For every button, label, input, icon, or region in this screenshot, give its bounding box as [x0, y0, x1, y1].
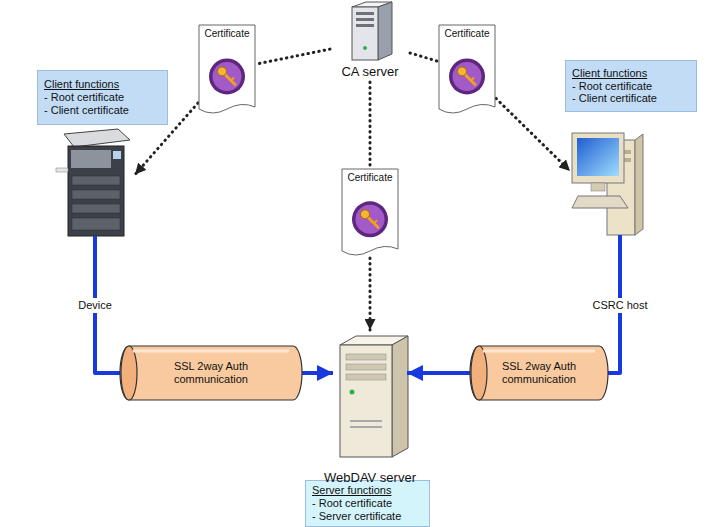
box-heading: Client functions	[572, 67, 690, 80]
certificate-label: Certificate	[444, 28, 489, 40]
list-item: - Client certificate	[44, 104, 161, 117]
certificate-paper	[342, 169, 398, 255]
certificate-document: Certificate	[341, 168, 399, 258]
host-node: CSRC host	[570, 125, 670, 315]
webdav-server-icon	[340, 336, 408, 457]
ca-server-icon	[352, 2, 392, 60]
ssl-link	[95, 315, 120, 373]
function-box: Server functions- Root certificate- Serv…	[305, 480, 430, 527]
box-heading: Client functions	[44, 78, 161, 91]
device-printer-icon	[56, 129, 130, 236]
key-seal	[209, 58, 245, 94]
node-label: CA server	[341, 64, 398, 80]
box-heading: Server functions	[312, 484, 423, 497]
certificate-label: Certificate	[347, 172, 392, 184]
node-label: Device	[75, 298, 115, 313]
list-item: - Server certificate	[312, 510, 423, 523]
list-item: - Root certificate	[312, 497, 423, 510]
list-item: - Root certificate	[572, 80, 690, 93]
node-label: WebDAV server	[324, 470, 416, 486]
certificate-issue-line	[496, 98, 570, 171]
certificate-paper	[199, 25, 255, 113]
list-item: - Root certificate	[44, 91, 161, 104]
node-label: CSRC host	[589, 298, 650, 313]
certificate-issue-line	[410, 53, 438, 61]
certificate-paper	[439, 25, 495, 113]
channel-label: SSL 2way Auth communication	[161, 360, 261, 386]
ssl-pipe: SSL 2way Auth communication	[120, 345, 302, 401]
function-box: Client functions- Root certificate- Clie…	[37, 70, 168, 125]
server-node: CA server	[330, 0, 410, 82]
certificate-issue-line	[369, 258, 372, 330]
list-item: - Client certificate	[572, 92, 690, 105]
ssl-pipe: SSL 2way Auth communication	[470, 345, 608, 401]
certificate-issue-line	[256, 49, 330, 64]
certificate-issue-line	[369, 82, 372, 168]
certificate-document: Certificate	[438, 24, 496, 116]
channel-label: SSL 2way Auth communication	[489, 360, 589, 386]
server-node: WebDAV server	[317, 330, 423, 488]
ssl-link	[608, 315, 620, 373]
ssl-link	[407, 371, 470, 375]
ssl-link	[302, 371, 333, 375]
key-seal	[352, 201, 388, 237]
certificate-label: Certificate	[204, 28, 249, 40]
key-seal	[449, 58, 485, 94]
certificate-document: Certificate	[198, 24, 256, 116]
device-node: Device	[55, 125, 135, 315]
function-box: Client functions- Root certificate- Clie…	[565, 60, 697, 112]
csrc-host-pc-icon	[572, 133, 643, 235]
